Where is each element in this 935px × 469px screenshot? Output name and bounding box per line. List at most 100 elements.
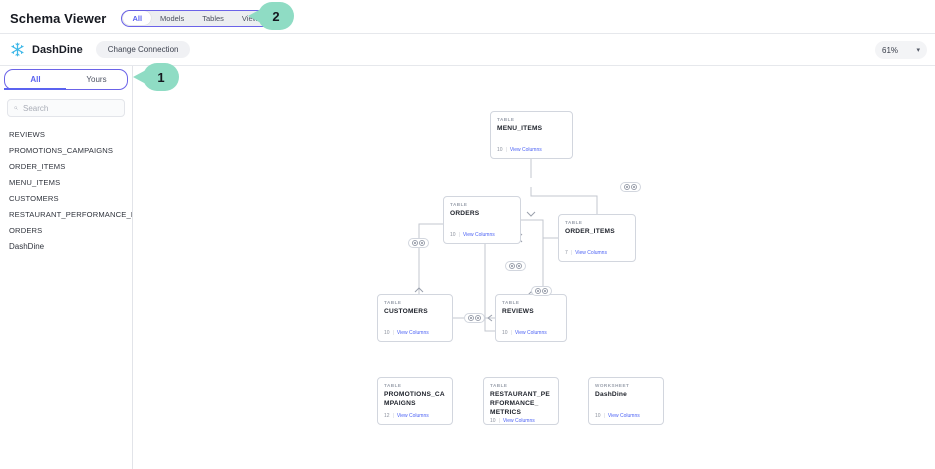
node-footer: 12 | View Columns <box>384 413 446 419</box>
schema-node-dashdine-worksheet[interactable]: WORKSHEET DashDine 10 | View Columns <box>588 377 664 425</box>
schema-node-reviews[interactable]: TABLE REVIEWS 10 | View Columns <box>495 294 567 342</box>
callout-2: 2 <box>248 2 294 30</box>
view-filter-tabs: All Models Tables Views <box>121 9 273 27</box>
page-title: Schema Viewer <box>10 10 107 26</box>
sidebar-item-customers[interactable]: CUSTOMERS <box>9 193 59 203</box>
node-title: PROMOTIONS_CAMPAIGNS <box>384 391 445 407</box>
view-columns-link[interactable]: View Columns <box>396 330 429 336</box>
tab-all[interactable]: All <box>123 11 152 25</box>
tab-models[interactable]: Models <box>160 13 185 23</box>
node-column-count: 10 <box>502 330 508 336</box>
sidebar-item-menu-items[interactable]: MENU_ITEMS <box>9 177 61 187</box>
node-kind-label: TABLE <box>450 202 468 207</box>
relationship-source-icon <box>467 315 474 321</box>
node-column-count: 10 <box>497 147 503 153</box>
zoom-level-value: 61% <box>882 45 899 55</box>
sidebar-item-reviews[interactable]: REVIEWS <box>9 129 46 139</box>
node-footer-separator: | <box>510 330 512 336</box>
relationship-target-icon <box>542 288 549 294</box>
node-kind-label: TABLE <box>497 117 515 122</box>
node-column-count: 12 <box>384 413 390 419</box>
sidebar-scope-tabs: All Yours <box>4 69 128 90</box>
sidebar-item-dashdine[interactable]: DashDine <box>9 241 45 251</box>
view-columns-link[interactable]: View Columns <box>502 417 535 424</box>
node-footer-separator: | <box>505 147 507 153</box>
node-title: CUSTOMERS <box>384 308 428 315</box>
relationship-source-icon <box>623 184 630 190</box>
edge-badge-menu-items-order-items[interactable] <box>620 182 641 192</box>
callout-number: 2 <box>272 8 280 24</box>
callout-bubble <box>258 2 294 30</box>
callout-bubble <box>143 63 179 91</box>
schema-node-customers[interactable]: TABLE CUSTOMERS 10 | View Columns <box>377 294 453 342</box>
node-title: REVIEWS <box>502 308 534 315</box>
search-icon <box>14 106 18 110</box>
connection-name: DashDine <box>32 43 83 56</box>
connection-bar: DashDine Change Connection 61% ▾ <box>0 34 935 66</box>
node-footer-separator: | <box>498 417 500 424</box>
sidebar-item-order-items[interactable]: ORDER_ITEMS <box>9 161 66 171</box>
view-columns-link[interactable]: View Columns <box>462 232 495 238</box>
schema-node-menu-items[interactable]: TABLE MENU_ITEMS 10 | View Columns <box>490 111 573 159</box>
sidebar-tab-yours[interactable]: Yours <box>86 75 107 84</box>
schema-object-list: REVIEWS PROMOTIONS_CAMPAIGNS ORDER_ITEMS… <box>0 126 132 254</box>
node-footer-separator: | <box>570 250 573 256</box>
edge-badge-customers-reviews[interactable] <box>464 313 485 323</box>
node-title: RESTAURANT_PERFORMANCE_ METRICS <box>490 391 550 416</box>
node-column-count: 10 <box>595 413 601 419</box>
view-columns-link[interactable]: View Columns <box>607 413 640 419</box>
view-columns-link[interactable]: View Columns <box>396 413 429 419</box>
sidebar-active-tab-underline <box>4 88 66 90</box>
top-bar: Schema Viewer All Models Tables Views <box>0 3 935 34</box>
relationship-target-icon <box>419 240 426 246</box>
schema-graph-canvas[interactable]: TABLE MENU_ITEMS 10 | View Columns TABLE… <box>133 66 935 469</box>
view-columns-link[interactable]: View Columns <box>509 147 542 153</box>
sidebar: All Yours REVIEWS PROMOTIONS_CAMPAIGNS O… <box>0 66 133 469</box>
relationship-source-icon <box>411 240 418 246</box>
node-footer: 10 | View Columns <box>502 330 560 336</box>
edge-badge-orders-order-items[interactable] <box>531 286 552 296</box>
relationship-target-icon <box>631 184 638 190</box>
node-kind-label: TABLE <box>384 300 402 305</box>
view-columns-link[interactable]: View Columns <box>575 250 607 256</box>
zoom-level-selector[interactable]: 61% ▾ <box>875 41 927 59</box>
node-title: MENU_ITEMS <box>497 125 543 132</box>
callout-1: 1 <box>133 63 179 91</box>
edge-badge-orders-customers[interactable] <box>408 238 429 248</box>
schema-node-order-items[interactable]: TABLE ORDER_ITEMS 7 | View Columns <box>558 214 636 262</box>
node-footer-separator: | <box>603 413 605 419</box>
sidebar-item-restaurant-performance-metrics[interactable]: RESTAURANT_PERFORMANCE_METRI <box>9 209 132 219</box>
search-field[interactable] <box>7 99 125 117</box>
view-columns-link[interactable]: View Columns <box>514 330 547 336</box>
node-footer: 10 | View Columns <box>384 330 446 336</box>
schema-node-promotions-campaigns[interactable]: TABLE PROMOTIONS_CAMPAIGNS 12 | View Col… <box>377 377 453 425</box>
node-footer: 10 | View Columns <box>497 147 566 153</box>
relationship-source-icon <box>508 263 515 269</box>
node-title: ORDERS <box>450 210 480 217</box>
sidebar-item-orders[interactable]: ORDERS <box>9 225 43 235</box>
callout-tail <box>133 70 146 84</box>
node-footer-separator: | <box>392 330 394 336</box>
relationship-target-icon <box>475 315 482 321</box>
relationship-target-icon <box>516 263 523 269</box>
change-connection-button[interactable]: Change Connection <box>95 41 191 58</box>
node-footer: 10 | View Columns <box>490 418 552 424</box>
node-column-count: 10 <box>450 232 456 238</box>
node-kind-label: TABLE <box>565 220 583 225</box>
schema-node-restaurant-performance-metrics[interactable]: TABLE RESTAURANT_PERFORMANCE_ METRICS 10… <box>483 377 559 425</box>
node-column-count: 10 <box>490 417 496 424</box>
sidebar-tab-all[interactable]: All <box>30 75 41 84</box>
node-footer: 10 | View Columns <box>595 413 657 419</box>
schema-node-orders[interactable]: TABLE ORDERS 10 | View Columns <box>443 196 521 244</box>
node-footer: 7 | View Columns <box>565 250 629 256</box>
edge-badge-orders-reviews[interactable] <box>505 261 526 271</box>
node-footer-separator: | <box>458 232 460 238</box>
chevron-down-icon: ▾ <box>916 46 920 54</box>
search-input[interactable] <box>23 103 118 113</box>
tab-tables[interactable]: Tables <box>202 13 224 23</box>
callout-tail <box>248 9 261 23</box>
sidebar-item-promotions-campaigns[interactable]: PROMOTIONS_CAMPAIGNS <box>9 145 114 155</box>
callout-number: 1 <box>157 69 165 85</box>
snowflake-icon <box>11 42 24 57</box>
